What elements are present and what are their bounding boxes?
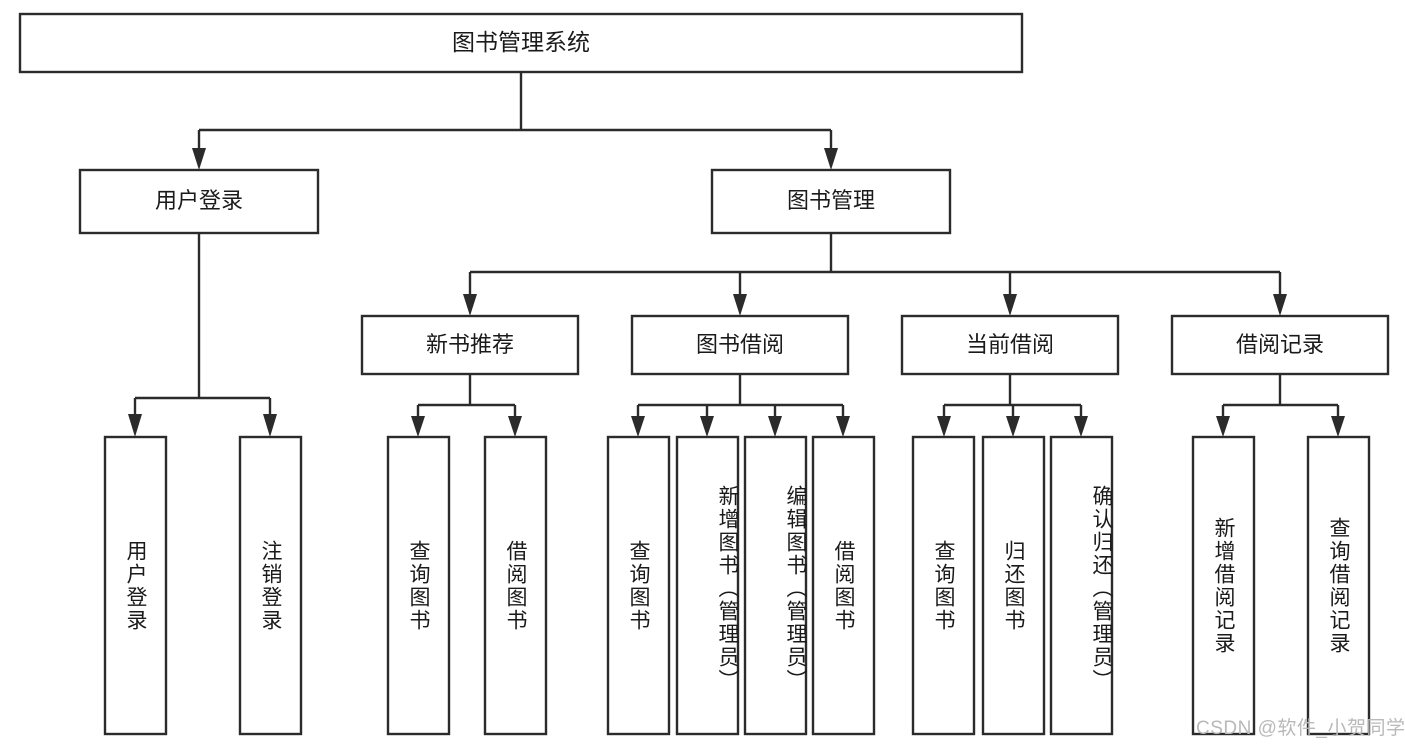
arrow-to-leaf-confirm-return <box>1074 416 1088 437</box>
arrow-to-leaf-query-record <box>1331 416 1345 437</box>
arrow-to-borrow-record <box>1273 294 1287 316</box>
arrow-to-leaf-logout <box>263 414 277 437</box>
leaf-box-query-record[interactable] <box>1306 435 1371 736</box>
edge-group-book-mgmt-to-level3 <box>463 233 1287 316</box>
leaf-box-return-book[interactable] <box>981 435 1046 736</box>
node-new-book-recommend-box[interactable] <box>360 314 580 376</box>
arrow-to-leaf-borrow-book-1 <box>508 416 522 437</box>
node-book-management-label: 图书管理 <box>787 188 875 213</box>
node-borrow-record[interactable]: 借阅记录 <box>1170 314 1390 376</box>
leaf-box-borrow-book-1[interactable] <box>483 435 548 736</box>
node-current-borrow-box[interactable] <box>900 314 1120 376</box>
node-user-login-label: 用户登录 <box>155 188 243 213</box>
node-new-book-recommend-label: 新书推荐 <box>426 332 514 357</box>
watermark-text: CSDN @软件_小贺同学 <box>1196 718 1405 739</box>
node-root[interactable]: 图书管理系统 <box>18 12 1024 74</box>
leaf-box-add-book[interactable] <box>675 435 740 736</box>
arrow-to-current-borrow <box>1003 294 1017 316</box>
arrow-to-user-login <box>192 148 206 170</box>
node-root-box[interactable] <box>18 12 1024 74</box>
leaf-box-query-book-3[interactable] <box>911 435 976 736</box>
node-book-borrow[interactable]: 图书借阅 <box>630 314 850 376</box>
arrow-to-leaf-query-book-2 <box>631 416 645 437</box>
arrow-to-leaf-borrow-book-2 <box>836 416 850 437</box>
node-borrow-record-label: 借阅记录 <box>1236 332 1324 357</box>
node-book-borrow-box[interactable] <box>630 314 850 376</box>
leaf-boxes <box>103 435 1371 736</box>
edge-group-current-borrow-to-leaves <box>937 374 1088 437</box>
arrow-to-leaf-edit-book <box>768 416 782 437</box>
node-root-label: 图书管理系统 <box>452 29 590 55</box>
node-book-borrow-label: 图书借阅 <box>696 332 784 357</box>
arrow-to-leaf-return-book <box>1006 416 1020 437</box>
node-user-login-box[interactable] <box>78 168 320 235</box>
leaf-box-edit-book[interactable] <box>743 435 808 736</box>
arrow-to-leaf-query-book-1 <box>411 416 425 437</box>
leaf-box-query-book-2[interactable] <box>606 435 671 736</box>
edge-group-book-borrow-to-leaves <box>631 374 850 437</box>
arrow-to-book-borrow <box>733 294 747 316</box>
node-current-borrow-label: 当前借阅 <box>966 332 1054 357</box>
node-book-management[interactable]: 图书管理 <box>710 168 952 235</box>
leaf-box-confirm-return[interactable] <box>1049 435 1114 736</box>
leaf-box-add-record[interactable] <box>1191 435 1256 736</box>
node-book-management-box[interactable] <box>710 168 952 235</box>
arrow-to-new-book-rec <box>463 294 477 316</box>
edge-group-root-to-level2 <box>192 72 838 170</box>
edge-group-borrow-record-to-leaves <box>1216 374 1345 437</box>
edge-group-user-login-to-leaves <box>128 233 277 437</box>
node-new-book-recommend[interactable]: 新书推荐 <box>360 314 580 376</box>
node-user-login[interactable]: 用户登录 <box>78 168 320 235</box>
leaf-box-user-login[interactable] <box>103 435 168 736</box>
leaf-box-logout[interactable] <box>238 435 303 736</box>
arrow-to-leaf-query-book-3 <box>937 416 951 437</box>
edge-group-new-book-to-leaves <box>411 374 522 437</box>
leaf-box-query-book-1[interactable] <box>386 435 451 736</box>
arrow-to-leaf-add-book <box>700 416 714 437</box>
arrow-to-leaf-add-record <box>1216 416 1230 437</box>
leaf-box-borrow-book-2[interactable] <box>811 435 876 736</box>
node-borrow-record-box[interactable] <box>1170 314 1390 376</box>
arrow-to-leaf-user-login <box>128 414 142 437</box>
arrow-to-book-mgmt <box>824 148 838 170</box>
node-current-borrow[interactable]: 当前借阅 <box>900 314 1120 376</box>
